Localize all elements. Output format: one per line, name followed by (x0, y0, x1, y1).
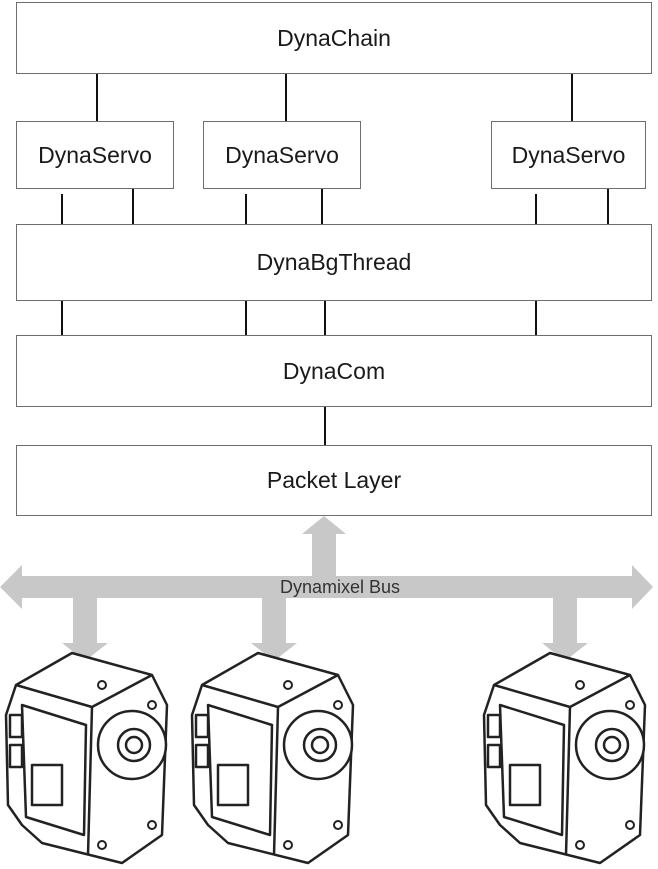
dynaservo-box-2: DynaServo (203, 121, 361, 189)
connector-servo1-bgthread (132, 188, 134, 224)
connector-servo3-bgthread (607, 188, 609, 224)
dynacom-label: DynaCom (282, 357, 386, 384)
dynachain-box: DynaChain (16, 2, 652, 74)
dynaservo-label-1: DynaServo (38, 141, 152, 168)
bus-to-packet-arrow (302, 516, 346, 576)
dynabgthread-box: DynaBgThread (16, 224, 652, 301)
dynamixel-bus-label: Dynamixel Bus (280, 577, 401, 597)
dynaservo-box-3: DynaServo (491, 121, 646, 189)
connector-chain-servo1 (96, 73, 98, 122)
servo-motor-illustration-3 (482, 651, 647, 865)
connector-chain-servo2 (285, 73, 287, 122)
servo-motor-illustration-2 (190, 651, 355, 865)
bus-to-servo1-arrow (62, 598, 108, 661)
dynachain-label: DynaChain (277, 24, 391, 51)
connector-chain-servo3 (571, 73, 573, 122)
dynamixel-bus-arrow (0, 565, 653, 609)
packet-layer-label: Packet Layer (266, 467, 402, 493)
dynaservo-box-1: DynaServo (16, 121, 174, 189)
dynaservo-label-2: DynaServo (225, 141, 339, 168)
bus-to-servo2-arrow (251, 598, 297, 661)
packet-layer-box: Packet Layer (16, 445, 652, 516)
bus-to-servo3-arrow (542, 598, 588, 661)
connector-dynacom-packet (324, 407, 326, 445)
dynaservo-label-3: DynaServo (511, 141, 626, 168)
connector-servo2-bgthread (321, 188, 323, 224)
connector-bgthread-dynacom (324, 300, 326, 336)
dynabgthread-label: DynaBgThread (256, 249, 412, 275)
dynacom-box: DynaCom (16, 335, 652, 407)
servo-motor-illustration-1 (4, 651, 169, 865)
